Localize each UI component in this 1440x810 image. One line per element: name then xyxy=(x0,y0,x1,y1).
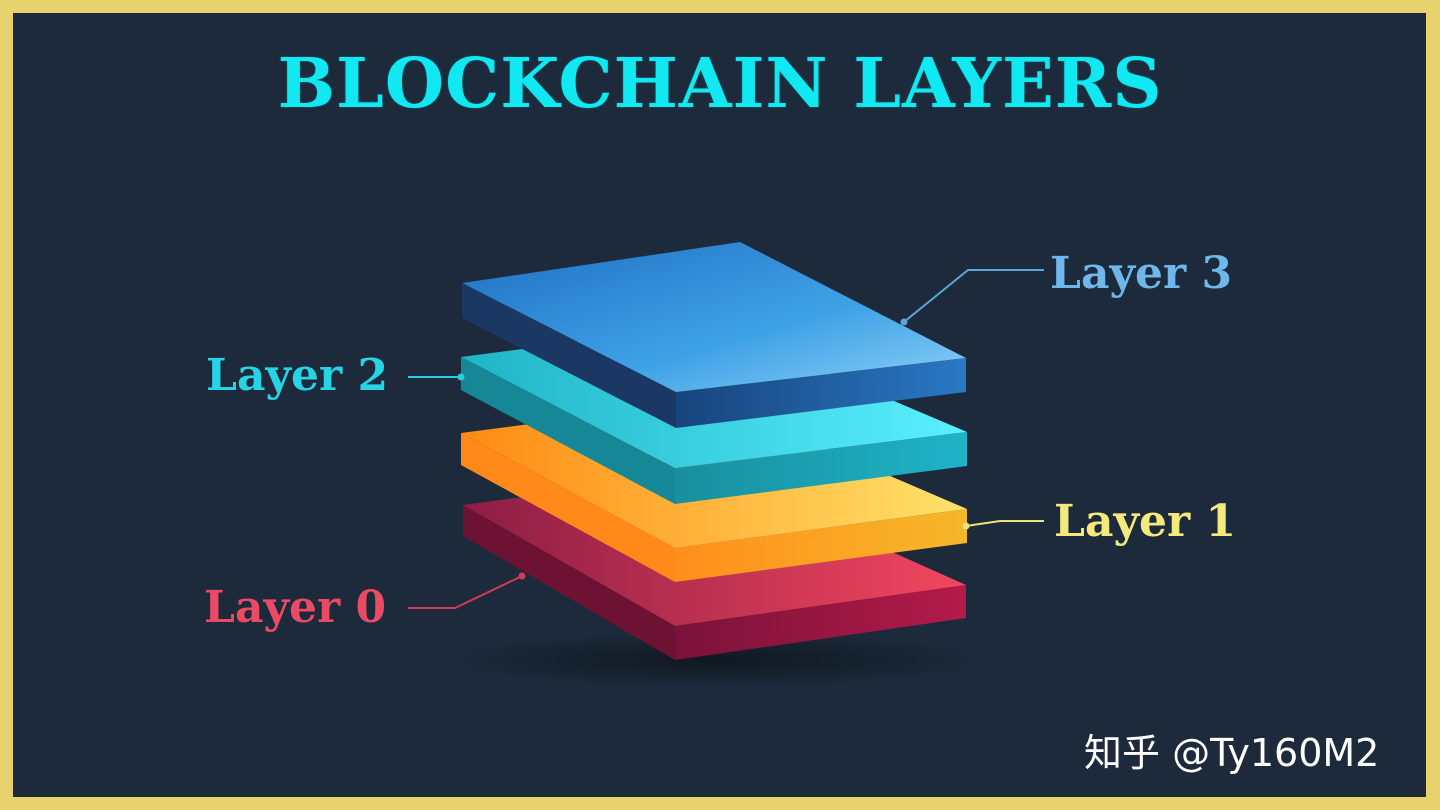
leader-line-layer-0 xyxy=(408,572,526,609)
leader-line-layer-1 xyxy=(962,520,1044,530)
label-layer-3: Layer 3 xyxy=(1050,248,1233,299)
page-title: BLOCKCHAIN LAYERS xyxy=(277,44,1163,124)
label-layer-1: Layer 1 xyxy=(1054,496,1237,547)
slab-layer-3 xyxy=(462,242,966,428)
label-layer-0: Layer 0 xyxy=(204,582,387,633)
leader-line-layer-3 xyxy=(900,269,1044,326)
watermark: 知乎 @Ty160M2 xyxy=(1084,731,1380,775)
stack-shadow xyxy=(445,632,985,688)
leader-line-layer-2 xyxy=(408,373,465,381)
label-layer-2: Layer 2 xyxy=(206,350,389,401)
